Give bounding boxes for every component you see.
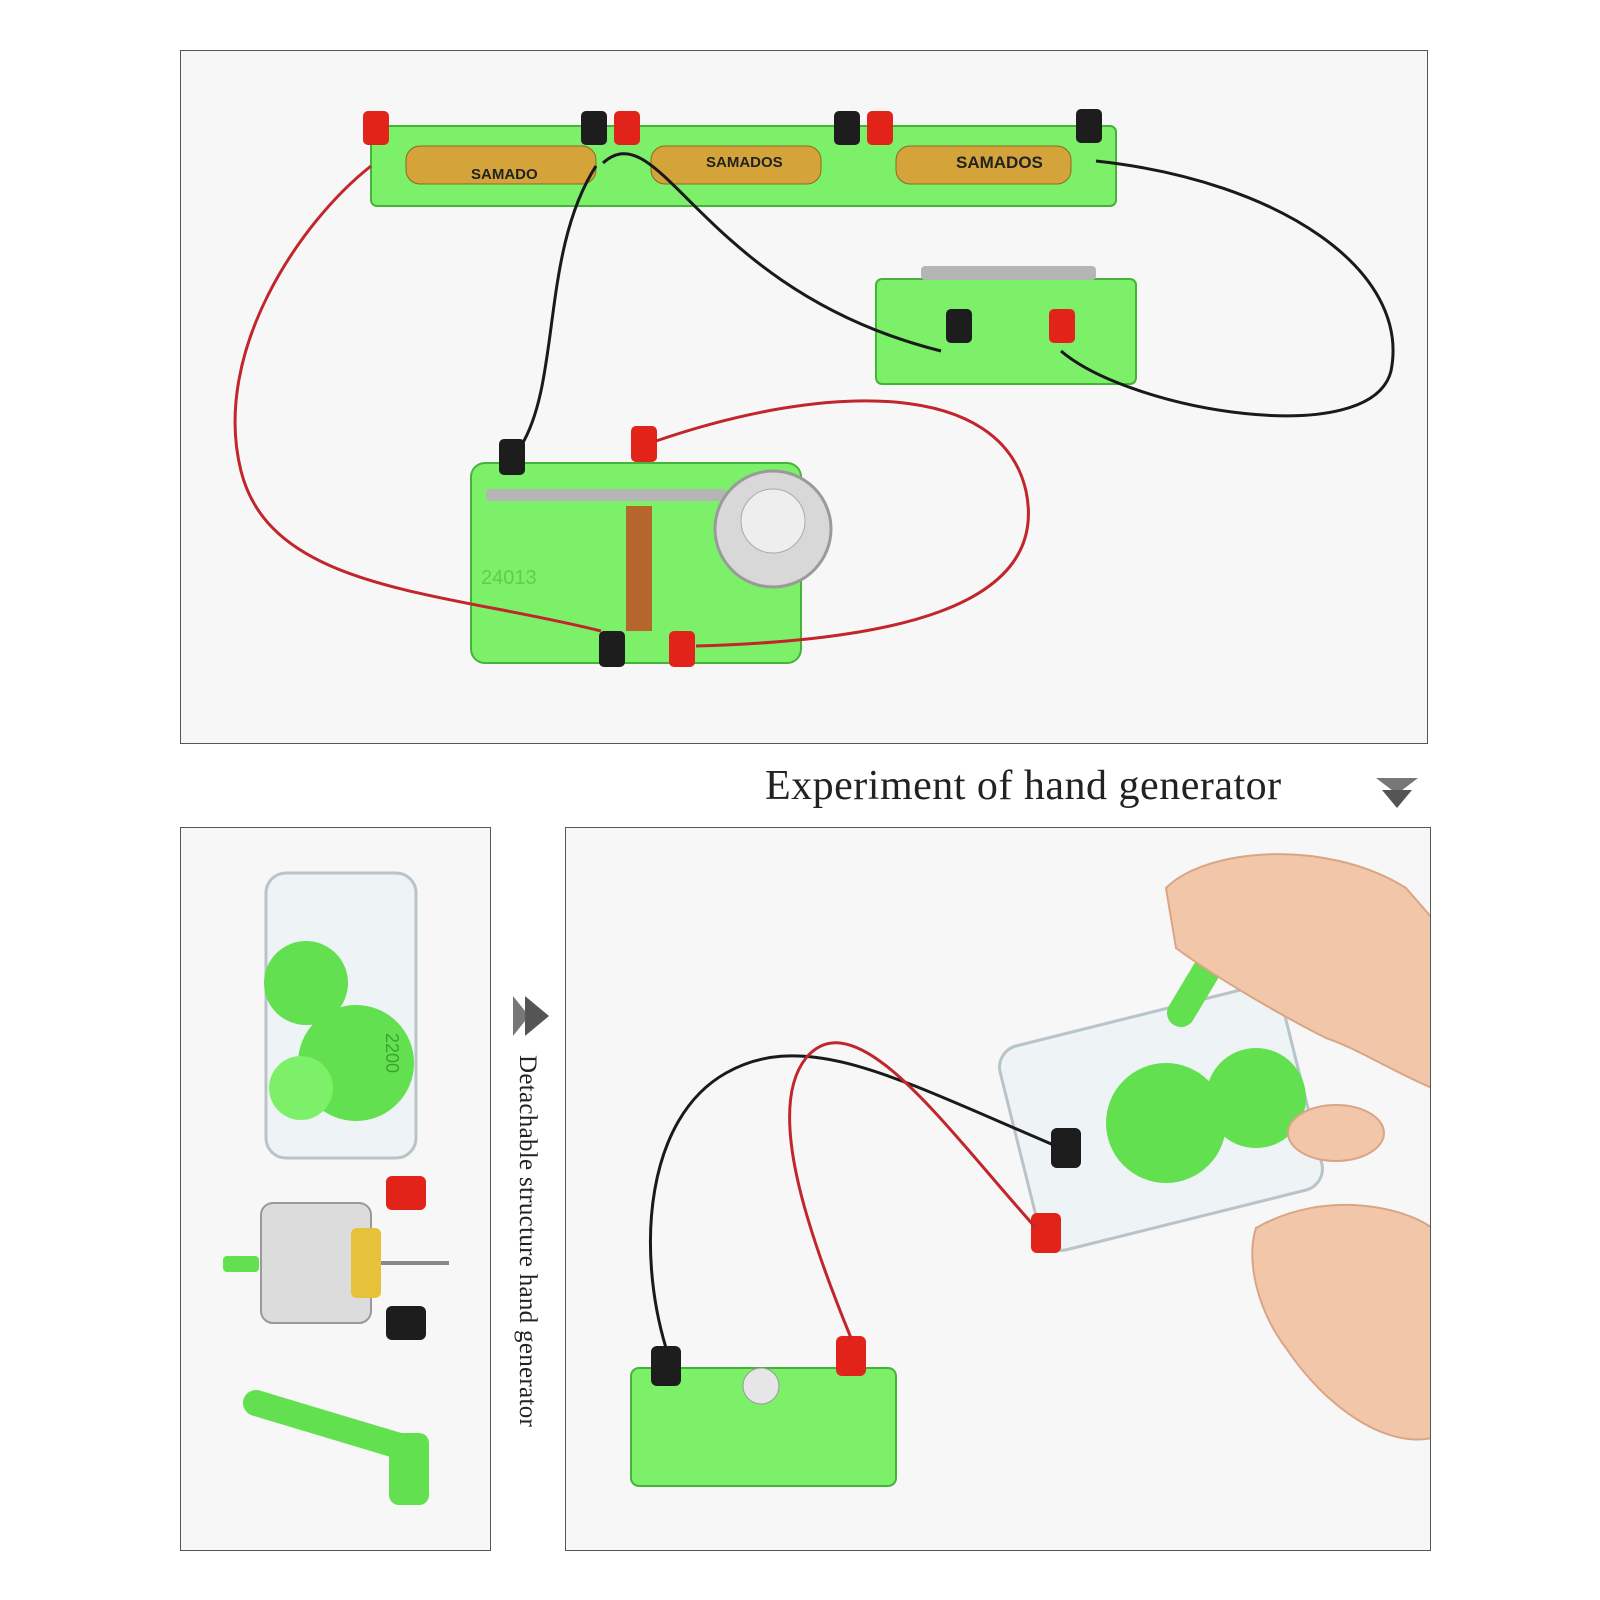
main-caption: Experiment of hand generator xyxy=(765,763,1282,809)
battery-terminals xyxy=(363,109,1102,145)
battery-brand-2: SAMADOS xyxy=(706,154,783,171)
bell-board-mark: 24013 xyxy=(481,567,537,589)
hand xyxy=(1164,853,1430,1441)
circuit-photo-panel: SAMADO SAMADOS SAMADOS 24013 xyxy=(180,50,1428,744)
wires xyxy=(233,152,1395,648)
generator-parts-illustration: 2200 xyxy=(223,871,449,1505)
switch-board xyxy=(875,266,1137,385)
vertical-caption: Detachable structure hand generator xyxy=(513,1055,553,1535)
electric-bell-board: 24013 xyxy=(470,426,833,667)
hand-generator-experiment-panel xyxy=(565,827,1431,1551)
bulb-board xyxy=(630,1336,897,1487)
generator-parts-panel: 2200 xyxy=(180,827,491,1551)
generator-unit xyxy=(998,924,1324,1253)
battery-holder: SAMADO SAMADOS SAMADOS xyxy=(370,125,1117,207)
arrow-down-icon xyxy=(1376,778,1418,808)
battery-brand-3: SAMADOS xyxy=(956,153,1043,172)
bell-circuit-illustration: SAMADO SAMADOS SAMADOS 24013 xyxy=(233,109,1395,667)
crank-handle xyxy=(243,1390,429,1505)
hand-generator-experiment-illustration xyxy=(630,853,1430,1487)
experiment-wires xyxy=(648,1041,1057,1349)
arrow-right-icon xyxy=(513,996,549,1036)
gear-mark: 2200 xyxy=(382,1033,402,1073)
battery-brand-1: SAMADO xyxy=(471,166,538,183)
vertical-caption-text: Detachable structure hand generator xyxy=(514,1055,541,1428)
dc-motor xyxy=(223,1176,449,1340)
clear-gear-housing: 2200 xyxy=(264,871,418,1160)
